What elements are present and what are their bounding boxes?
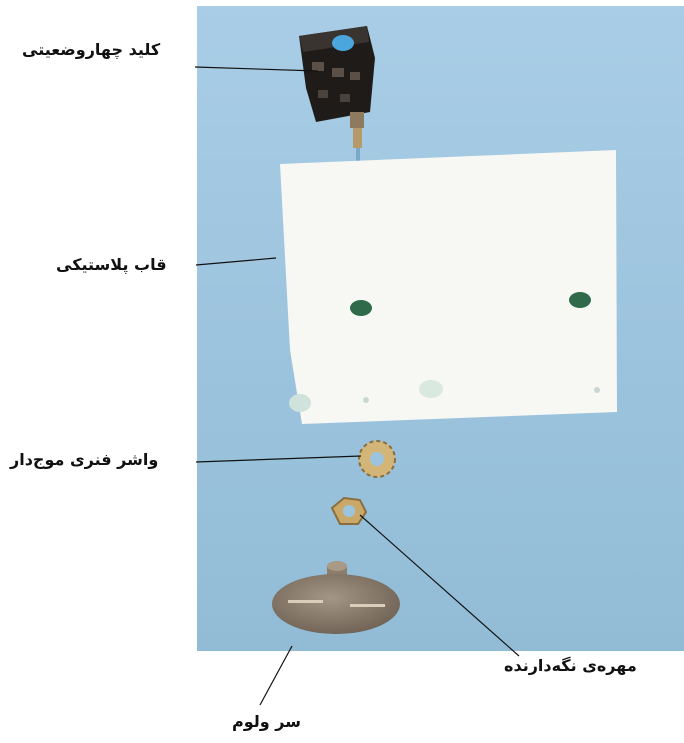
- label-rotary-switch: کلید چهاروضعیتی: [22, 40, 160, 60]
- label-wave-spring-washer: واشر فنری موج‌دار: [10, 450, 158, 470]
- wave-spring-washer-part: [359, 441, 395, 477]
- leader-line-knob: [260, 646, 292, 705]
- label-retaining-nut: مهره‌ی نگه‌دارنده: [504, 656, 637, 676]
- plastic-frame-part: [280, 150, 617, 424]
- label-plastic-frame: قاب پلاستیکی: [56, 255, 167, 275]
- label-knob: سر ولوم: [232, 712, 301, 732]
